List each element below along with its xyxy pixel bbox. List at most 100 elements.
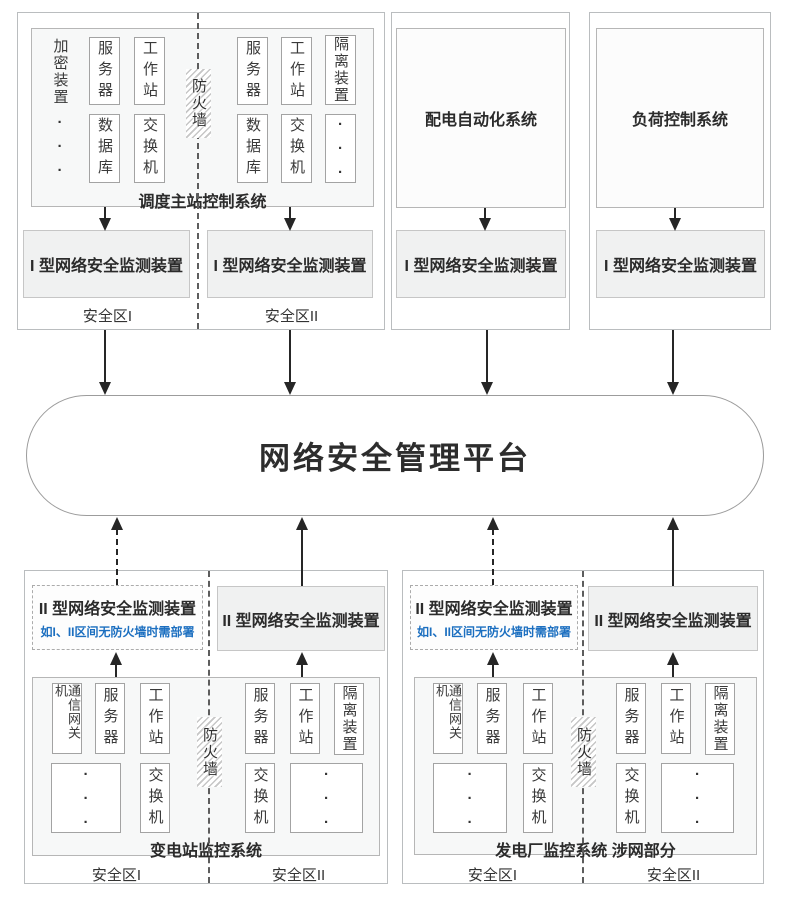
isolation-device-box: 隔离装置 <box>705 683 735 755</box>
arrow-head-up <box>667 517 679 530</box>
firewall-label: 防火墙 <box>575 726 592 778</box>
dot: · <box>83 789 89 807</box>
comm-gateway-box: 通信网关机 <box>52 683 82 754</box>
type2-monitor-box: II 型网络安全监测装置 <box>217 586 385 651</box>
type2-monitor-label: II 型网络安全监测装置 <box>594 612 752 630</box>
comm-gateway-label: 通信网关机 <box>434 684 462 740</box>
substation-system-title: 变电站监控系统 <box>149 843 262 860</box>
workstation-box: 工作站 <box>661 683 691 754</box>
zone2-label: 安全区II <box>646 867 701 884</box>
firewall-hatch: 防火墙 <box>197 717 222 787</box>
arrow-head-down <box>669 218 681 231</box>
platform-label: 网络安全管理平台 <box>259 441 531 476</box>
switch-box: 交换机 <box>523 763 553 833</box>
database-label: 数据库 <box>244 117 261 180</box>
arrow-head-down <box>284 382 296 395</box>
database-box: 数据库 <box>237 114 268 183</box>
encryption-device-label-wrap: 加密装置 <box>46 36 74 108</box>
arrow-head-up <box>110 652 122 665</box>
dot: · <box>57 113 63 131</box>
server-box: 服务器 <box>89 37 120 105</box>
ellipsis-dots-box: · · · <box>51 763 121 833</box>
type2-monitor-box-optional: II 型网络安全监测装置 如I、II区间无防火墙时需部署 <box>32 585 203 650</box>
server-box: 服务器 <box>245 683 275 754</box>
switch-box: 交换机 <box>140 763 170 833</box>
workstation-box: 工作站 <box>140 683 170 754</box>
switch-label: 交换机 <box>622 766 640 830</box>
arrow-line <box>484 208 486 219</box>
arrow-line <box>289 330 291 383</box>
switch-label: 交换机 <box>251 766 269 830</box>
server-box: 服务器 <box>95 683 125 754</box>
type1-monitor-box: I 型网络安全监测装置 <box>396 230 566 298</box>
arrow-line <box>115 664 117 677</box>
server-label: 服务器 <box>251 687 269 750</box>
workstation-box: 工作站 <box>523 683 553 754</box>
workstation-box: 工作站 <box>134 37 165 105</box>
switch-label: 交换机 <box>146 766 164 830</box>
workstation-box: 工作站 <box>281 37 312 105</box>
arrow-line <box>104 207 106 219</box>
switch-box: 交换机 <box>616 763 646 833</box>
type2-monitor-label: II 型网络安全监测装置 <box>222 612 380 630</box>
type1-monitor-label: I 型网络安全监测装置 <box>30 258 183 275</box>
arrow-line <box>301 529 303 586</box>
ellipsis-dots-box: · · · <box>661 763 734 833</box>
type2-monitor-box-optional: II 型网络安全监测装置 如I、II区间无防火墙时需部署 <box>410 585 578 650</box>
arrow-head-up <box>667 652 679 665</box>
zone1-label: 安全区I <box>91 867 142 884</box>
firewall-label: 防火墙 <box>201 726 218 778</box>
arrow-line <box>492 664 494 677</box>
type2-monitor-note: 如I、II区间无防火墙时需部署 <box>40 625 195 639</box>
zone1-label: 安全区I <box>467 867 518 884</box>
distribution-system-box: 配电自动化系统 <box>396 28 566 208</box>
zone1-label: 安全区I <box>82 308 133 325</box>
workstation-label: 工作站 <box>667 687 685 750</box>
dispatch-system-title: 调度主站控制系统 <box>138 194 267 211</box>
dashed-arrow-line <box>492 529 494 585</box>
dashed-arrow-line <box>116 529 118 585</box>
server-box: 服务器 <box>616 683 646 754</box>
firewall-hatch: 防火墙 <box>186 69 211 138</box>
dot: · <box>324 813 329 831</box>
ellipsis-dots-box: · · · <box>290 763 363 833</box>
type2-monitor-box: II 型网络安全监测装置 <box>588 586 758 651</box>
firewall-hatch: 防火墙 <box>571 717 596 787</box>
security-management-platform: 网络安全管理平台 <box>26 395 764 516</box>
arrow-head-up <box>111 517 123 530</box>
server-label: 服务器 <box>483 687 501 750</box>
database-label: 数据库 <box>96 117 113 180</box>
type1-monitor-box: I 型网络安全监测装置 <box>207 230 373 298</box>
type2-monitor-label: II 型网络安全监测装置 <box>38 601 197 618</box>
dot: · <box>695 813 700 831</box>
isolation-device-label: 隔离装置 <box>711 685 729 753</box>
arrow-head-up <box>487 517 499 530</box>
type1-monitor-label: I 型网络安全监测装置 <box>604 258 757 275</box>
arrow-head-up <box>296 652 308 665</box>
dot: · <box>338 164 343 181</box>
isolation-device-box: 隔离装置 <box>334 683 364 755</box>
arrow-line <box>301 664 303 677</box>
isolation-device-box: 隔离装置 <box>325 35 356 105</box>
dot: · <box>338 140 343 157</box>
dot: · <box>467 813 473 831</box>
comm-gateway-box: 通信网关机 <box>433 683 463 754</box>
server-label: 服务器 <box>96 39 113 103</box>
workstation-box: 工作站 <box>290 683 320 754</box>
dot: · <box>324 765 329 783</box>
zone2-label: 安全区II <box>264 308 319 325</box>
switch-box: 交换机 <box>245 763 275 833</box>
type1-monitor-label: I 型网络安全监测装置 <box>404 258 558 275</box>
switch-label: 交换机 <box>141 117 158 180</box>
arrow-head-down <box>667 382 679 395</box>
dot: · <box>83 765 89 783</box>
workstation-label: 工作站 <box>146 687 164 750</box>
server-box: 服务器 <box>477 683 507 754</box>
type2-monitor-label: II 型网络安全监测装置 <box>415 601 573 618</box>
dot: · <box>57 161 63 179</box>
arrow-head-down <box>479 218 491 231</box>
switch-label: 交换机 <box>529 766 547 830</box>
arrow-line <box>486 330 488 383</box>
workstation-label: 工作站 <box>296 687 314 750</box>
dot: · <box>83 813 89 831</box>
